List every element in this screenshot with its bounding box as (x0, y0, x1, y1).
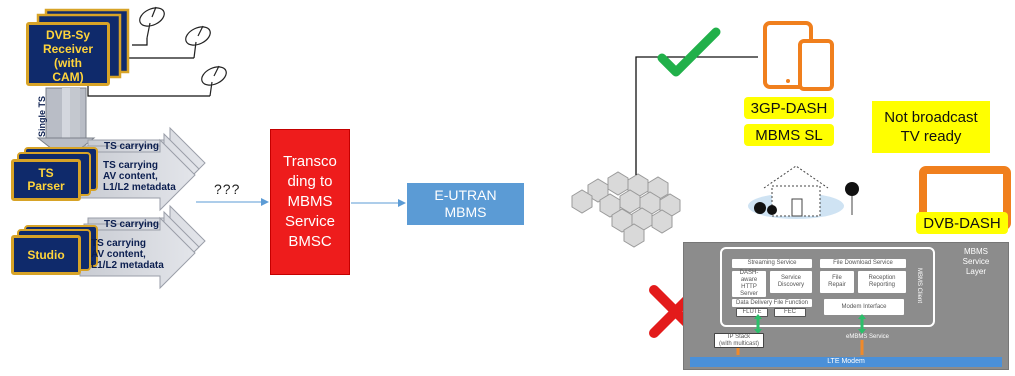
green-updown-arrows (756, 318, 864, 330)
embms-service-label: eMBMS Service (846, 334, 890, 340)
stream-line: AV content, (103, 171, 158, 182)
dvb-receiver-box: DVB-Sy Receiver (with CAM) (26, 22, 110, 86)
stream-line: TS carrying (91, 238, 147, 249)
not-broadcast-line: TV ready (900, 128, 962, 145)
data-delivery-box: Data Delivery File Function (732, 299, 812, 307)
modem-interface-box: Modem Interface (824, 299, 904, 315)
mbms-client-box (720, 247, 935, 327)
fec-box: FEC (774, 308, 806, 317)
satellite-dish-icon (185, 25, 211, 59)
studio-stream-label: TS carrying AV content, L1/L2 metadata (91, 238, 164, 271)
transcoder-line: MBMS (287, 193, 333, 210)
parser-back-stream-label: TS carrying (104, 141, 160, 152)
reception-reporting-box: Reception Reporting (858, 271, 906, 293)
transcoder-box: Transco ding to MBMS Service BMSC (270, 129, 350, 275)
ip-line: (with multicast) (718, 340, 759, 347)
satellite-dish-icon (201, 65, 227, 97)
stream-line: L1/L2 metadata (91, 260, 164, 271)
receiver-line: DVB-Sy (45, 27, 90, 42)
single-ts-down-arrow (36, 87, 96, 161)
stream-line: L1/L2 metadata (103, 182, 176, 193)
studio-stream-arrows (79, 204, 206, 290)
streaming-service-box: Streaming Service (732, 259, 812, 268)
cell-network-icon (571, 171, 681, 248)
fr-line: File (832, 275, 842, 281)
stream-line: AV content, (91, 249, 146, 260)
satellite-dish-icon (139, 6, 165, 39)
transcoder-line: BMSC (288, 233, 332, 250)
rr-line: Reception (868, 275, 896, 281)
tablet-phone-icon (763, 21, 834, 91)
studio-back-stream-label: TS carrying (104, 219, 160, 230)
label-mbms-sl: MBMS SL (744, 124, 834, 146)
ip-line: IP Stack (727, 333, 751, 340)
check-icon (657, 27, 721, 77)
file-download-service-box: File Download Service (820, 259, 906, 268)
sd-line: Discovery (777, 282, 805, 288)
parser-stream-label: TS carrying AV content, L1/L2 metadata (103, 160, 176, 193)
caption-line: Layer (965, 267, 986, 276)
not-broadcast-label: Not broadcast TV ready (872, 101, 990, 153)
caption-line: Service (962, 257, 990, 266)
dash-line: Server (740, 291, 758, 297)
label-dvb-dash: DVB-DASH (916, 212, 1008, 234)
mbms-panel-caption: MBMS Service Layer (951, 247, 1001, 277)
studio-box: Studio (11, 235, 81, 275)
cell-to-device-line (635, 56, 758, 175)
label-3gp-dash: 3GP-DASH (744, 97, 834, 119)
fr-line: Repair (828, 282, 846, 288)
dash-line: DASH- (739, 270, 759, 276)
flute-box: FLUTE (736, 308, 768, 317)
caption-line: MBMS (964, 247, 988, 256)
house-icon (748, 165, 859, 219)
stream-line: TS carrying (103, 160, 159, 171)
ip-stack-box: IP Stack (with multicast) (714, 333, 764, 348)
dash-line: HTTP (741, 284, 757, 290)
transcoder-line: Transco (283, 153, 337, 170)
rr-line: Reporting (868, 282, 895, 288)
receiver-line: (with (54, 55, 82, 70)
dash-line: aware (740, 277, 758, 283)
unknown-link-label: ??? (214, 181, 241, 197)
transcoder-line: ding to (287, 173, 333, 190)
lte-modem-bar: LTE Modem (690, 357, 1002, 367)
connection-lines (87, 38, 210, 97)
dash-server-box: DASH- aware HTTP Server (732, 270, 766, 297)
file-repair-box: File Repair (820, 271, 854, 293)
eutran-box: E-UTRAN MBMS (407, 183, 524, 225)
receiver-line: Receiver (42, 41, 94, 56)
parser-line: Parser (27, 179, 65, 193)
ts-parser-box: TS Parser (11, 159, 81, 201)
not-broadcast-line: Not broadcast (884, 109, 978, 126)
receiver-line: CAM) (52, 69, 84, 84)
eutran-line: MBMS (444, 204, 487, 220)
mbms-client-caption: MBMS Client (916, 268, 922, 304)
sd-line: Service (780, 275, 801, 281)
parser-line: TS (38, 166, 54, 180)
parser-stream-arrows (79, 126, 206, 212)
eutran-line: E-UTRAN (434, 187, 497, 203)
service-discovery-box: Service Discovery (770, 271, 812, 293)
transcoder-line: Service (284, 213, 335, 230)
